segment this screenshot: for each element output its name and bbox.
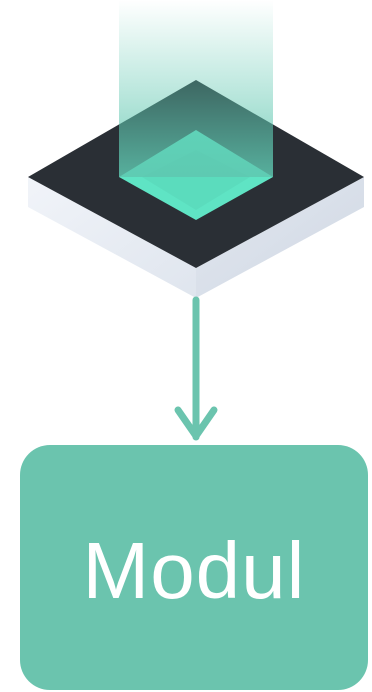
module-box: Modul bbox=[20, 445, 368, 690]
platform-side-left bbox=[28, 177, 196, 298]
arrow-head bbox=[174, 406, 218, 440]
flow-arrow bbox=[174, 296, 218, 441]
light-beam bbox=[119, 0, 273, 177]
platform-side-right bbox=[196, 177, 364, 298]
module-label: Modul bbox=[82, 525, 306, 615]
